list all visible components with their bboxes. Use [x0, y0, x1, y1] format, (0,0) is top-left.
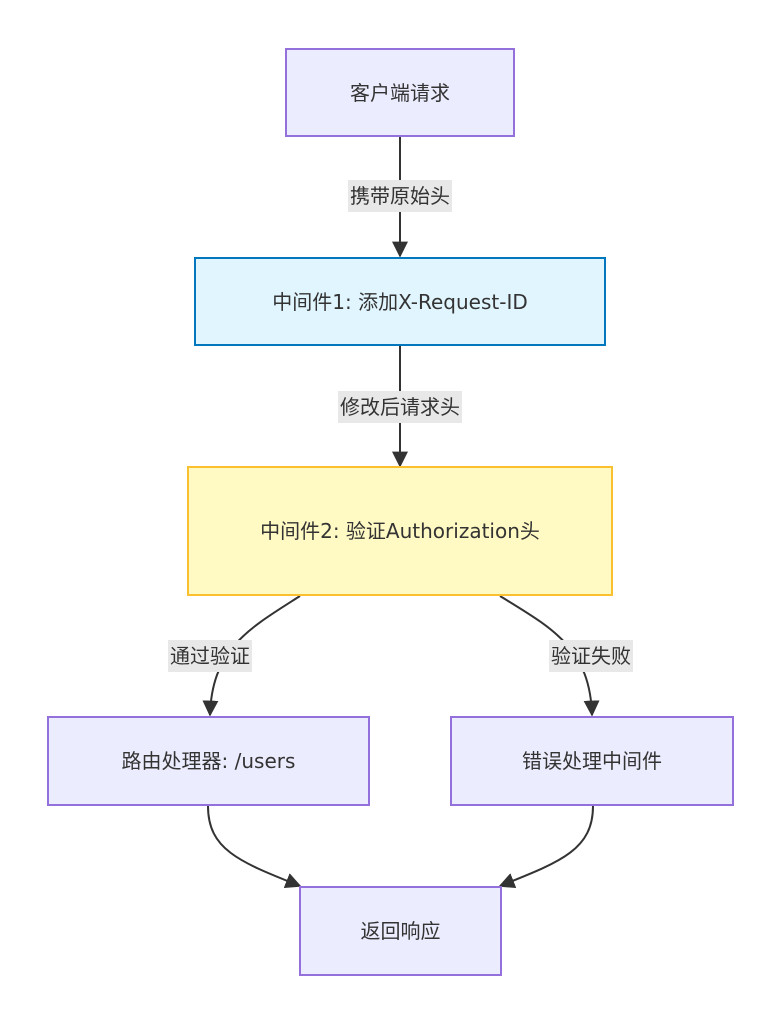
node-return-response[interactable]: 返回响应 [299, 886, 502, 976]
edge-label-original-headers: 携带原始头 [348, 180, 452, 212]
edge-router-to-response [207, 805, 302, 889]
node-route-handler[interactable]: 路由处理器: /users [47, 716, 370, 806]
edge-error-to-response [498, 805, 594, 889]
node-client-request[interactable]: 客户端请求 [285, 48, 515, 137]
node-label: 错误处理中间件 [522, 749, 662, 773]
edge-label-modified-headers: 修改后请求头 [338, 391, 462, 423]
node-error-handler[interactable]: 错误处理中间件 [450, 716, 734, 806]
node-label: 路由处理器: /users [121, 749, 296, 773]
node-middleware-1[interactable]: 中间件1: 添加X-Request-ID [194, 257, 606, 346]
edge-label-auth-passed: 通过验证 [168, 640, 252, 672]
edge-label-auth-failed: 验证失败 [549, 640, 633, 672]
node-label: 中间件2: 验证Authorization头 [260, 519, 540, 543]
node-middleware-2[interactable]: 中间件2: 验证Authorization头 [187, 466, 613, 596]
node-label: 返回响应 [360, 919, 441, 943]
node-label: 中间件1: 添加X-Request-ID [272, 289, 528, 314]
node-label: 客户端请求 [350, 80, 450, 105]
